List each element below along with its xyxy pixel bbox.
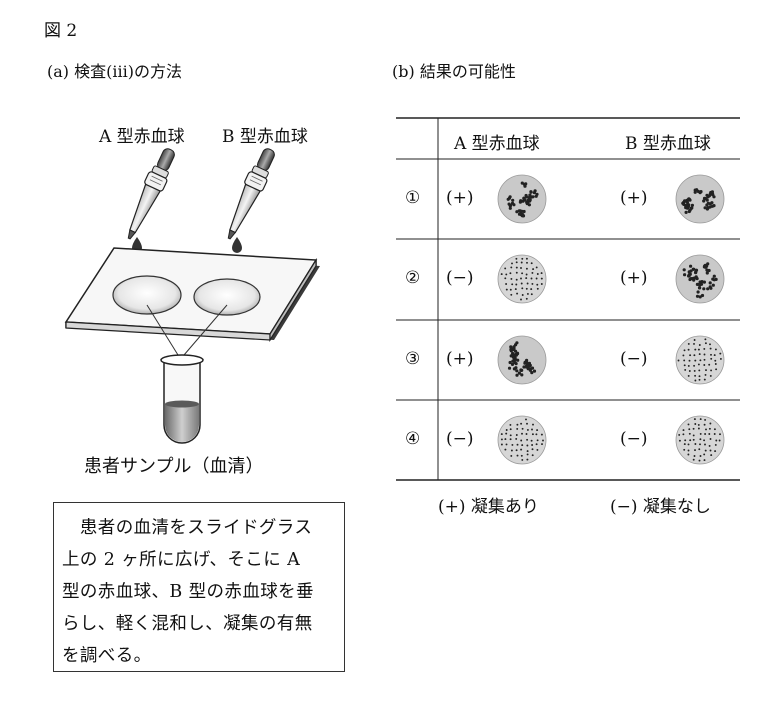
method-line-5: を調べる。 — [62, 646, 152, 666]
result-3-a: (+) — [446, 349, 474, 369]
row-number-4: ④ — [405, 429, 421, 449]
col-header-a: A 型赤血球 — [454, 134, 540, 154]
dropper-b-label: B 型赤血球 — [222, 127, 308, 147]
dropper-a-label: A 型赤血球 — [99, 127, 185, 147]
result-dish-3-a — [497, 335, 547, 385]
method-line-2: 上の 2 ヶ所に広げ、そこに A — [62, 550, 301, 570]
result-dish-3-b — [675, 335, 725, 385]
result-dish-4-b — [675, 415, 725, 465]
result-dish-1-a — [497, 174, 547, 224]
legend-negative: (−) 凝集なし — [610, 497, 711, 517]
legend-positive: (+) 凝集あり — [438, 497, 539, 517]
col-header-b: B 型赤血球 — [625, 134, 711, 154]
result-dish-1-b — [675, 174, 725, 224]
method-line-4: らし、軽く混和し、凝集の有無 — [62, 614, 313, 634]
panel-a-title: (a) 検査(iii)の方法 — [47, 62, 182, 81]
row-number-1: ① — [405, 188, 421, 208]
result-2-a: (−) — [446, 268, 474, 288]
row-number-2: ② — [405, 268, 421, 288]
dropper-b-icon — [227, 148, 275, 240]
figure-label: 図 2 — [44, 21, 78, 41]
dropper-a-icon — [127, 148, 175, 240]
sample-test-tube-icon — [160, 354, 204, 444]
result-1-b: (+) — [620, 188, 648, 208]
result-4-b: (−) — [620, 429, 648, 449]
sample-label: 患者サンプル（血清） — [84, 456, 264, 477]
result-3-b: (−) — [620, 349, 648, 369]
result-dish-2-b — [675, 254, 725, 304]
result-1-a: (+) — [446, 188, 474, 208]
spread-line-b — [183, 304, 228, 356]
panel-b-title: (b) 結果の可能性 — [392, 62, 516, 81]
spread-line-a — [146, 304, 179, 356]
drop-b-icon — [232, 237, 242, 253]
result-dish-2-a — [497, 254, 547, 304]
result-4-a: (−) — [446, 429, 474, 449]
serum-well-a — [112, 275, 182, 315]
result-2-b: (+) — [620, 268, 648, 288]
method-line-1: 患者の血清をスライドグラス — [62, 518, 313, 538]
serum-well-b — [193, 278, 261, 316]
result-dish-4-a — [497, 415, 547, 465]
method-line-3: 型の赤血球、B 型の赤血球を垂 — [62, 582, 314, 602]
row-number-3: ③ — [405, 349, 421, 369]
method-description-box — [53, 502, 345, 672]
